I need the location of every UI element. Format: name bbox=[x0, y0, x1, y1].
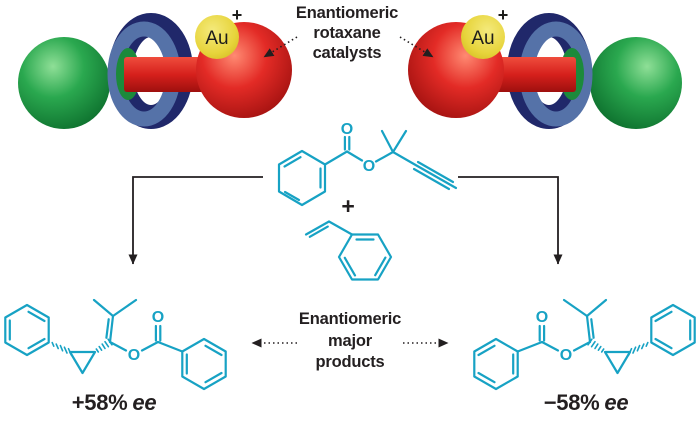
cation-charge: + bbox=[498, 5, 509, 25]
dotted-arrow-to-left-catalyst bbox=[263, 36, 298, 58]
ee-value-left: +58%ee bbox=[43, 390, 185, 416]
reaction-arrow-right bbox=[458, 176, 563, 265]
ee-unit: ee bbox=[604, 390, 629, 415]
enantiomeric-products-annotation: Enantiomeric major products bbox=[280, 309, 420, 374]
dotted-arrow-to-right-catalyst bbox=[399, 36, 434, 58]
carbonyl-oxygen-label: O bbox=[152, 309, 164, 326]
gem-dimethyl-bonds bbox=[380, 129, 408, 154]
annotation-line: Enantiomeric bbox=[295, 4, 399, 22]
gold-atom-label: Au bbox=[205, 28, 228, 49]
ee-number: −58% bbox=[543, 390, 600, 415]
ester-oxygen-label: O bbox=[560, 347, 572, 364]
phenyl-ring bbox=[277, 149, 327, 207]
annotation-line: products bbox=[315, 353, 385, 371]
ee-unit: ee bbox=[132, 390, 157, 415]
reaction-arrow-left bbox=[128, 176, 263, 265]
rotaxane-catalyst-left bbox=[18, 15, 292, 129]
annotation-line: Enantiomeric bbox=[298, 310, 402, 328]
phenyl-ring bbox=[337, 233, 393, 281]
ee-number: +58% bbox=[71, 390, 128, 415]
alkyne-triple-bond bbox=[391, 150, 458, 191]
annotation-line: rotaxane bbox=[313, 24, 381, 42]
carbonyl-double-bond bbox=[343, 135, 351, 151]
ester-oxygen-label: O bbox=[128, 347, 140, 364]
carbonyl-oxygen-label: O bbox=[536, 309, 548, 326]
product-structure-right bbox=[473, 298, 696, 391]
annotation-line: major bbox=[328, 331, 372, 350]
enantiomeric-catalysts-annotation: Enantiomeric rotaxane catalysts bbox=[277, 3, 417, 63]
product-structure-left bbox=[4, 298, 227, 391]
phenyl-ring-double-bonds bbox=[343, 238, 387, 277]
annotation-line: catalysts bbox=[312, 44, 382, 62]
cation-charge: + bbox=[232, 5, 243, 25]
ee-value-right: −58%ee bbox=[515, 390, 657, 416]
phenyl-ring-double-bonds bbox=[283, 156, 322, 202]
ester-bonds bbox=[345, 150, 395, 163]
carbonyl-oxygen-label: O bbox=[341, 121, 353, 138]
ester-oxygen-label: O bbox=[363, 158, 375, 175]
vinyl-double-bond bbox=[304, 220, 354, 238]
alkyne-benzoate-structure bbox=[277, 129, 458, 207]
reactant-plus-sign: + bbox=[341, 193, 355, 219]
rotaxane-catalyst-right bbox=[408, 15, 682, 129]
gold-atom-label: Au bbox=[471, 28, 494, 49]
carbonyl-bond bbox=[323, 150, 349, 166]
styrene-structure bbox=[304, 220, 393, 281]
